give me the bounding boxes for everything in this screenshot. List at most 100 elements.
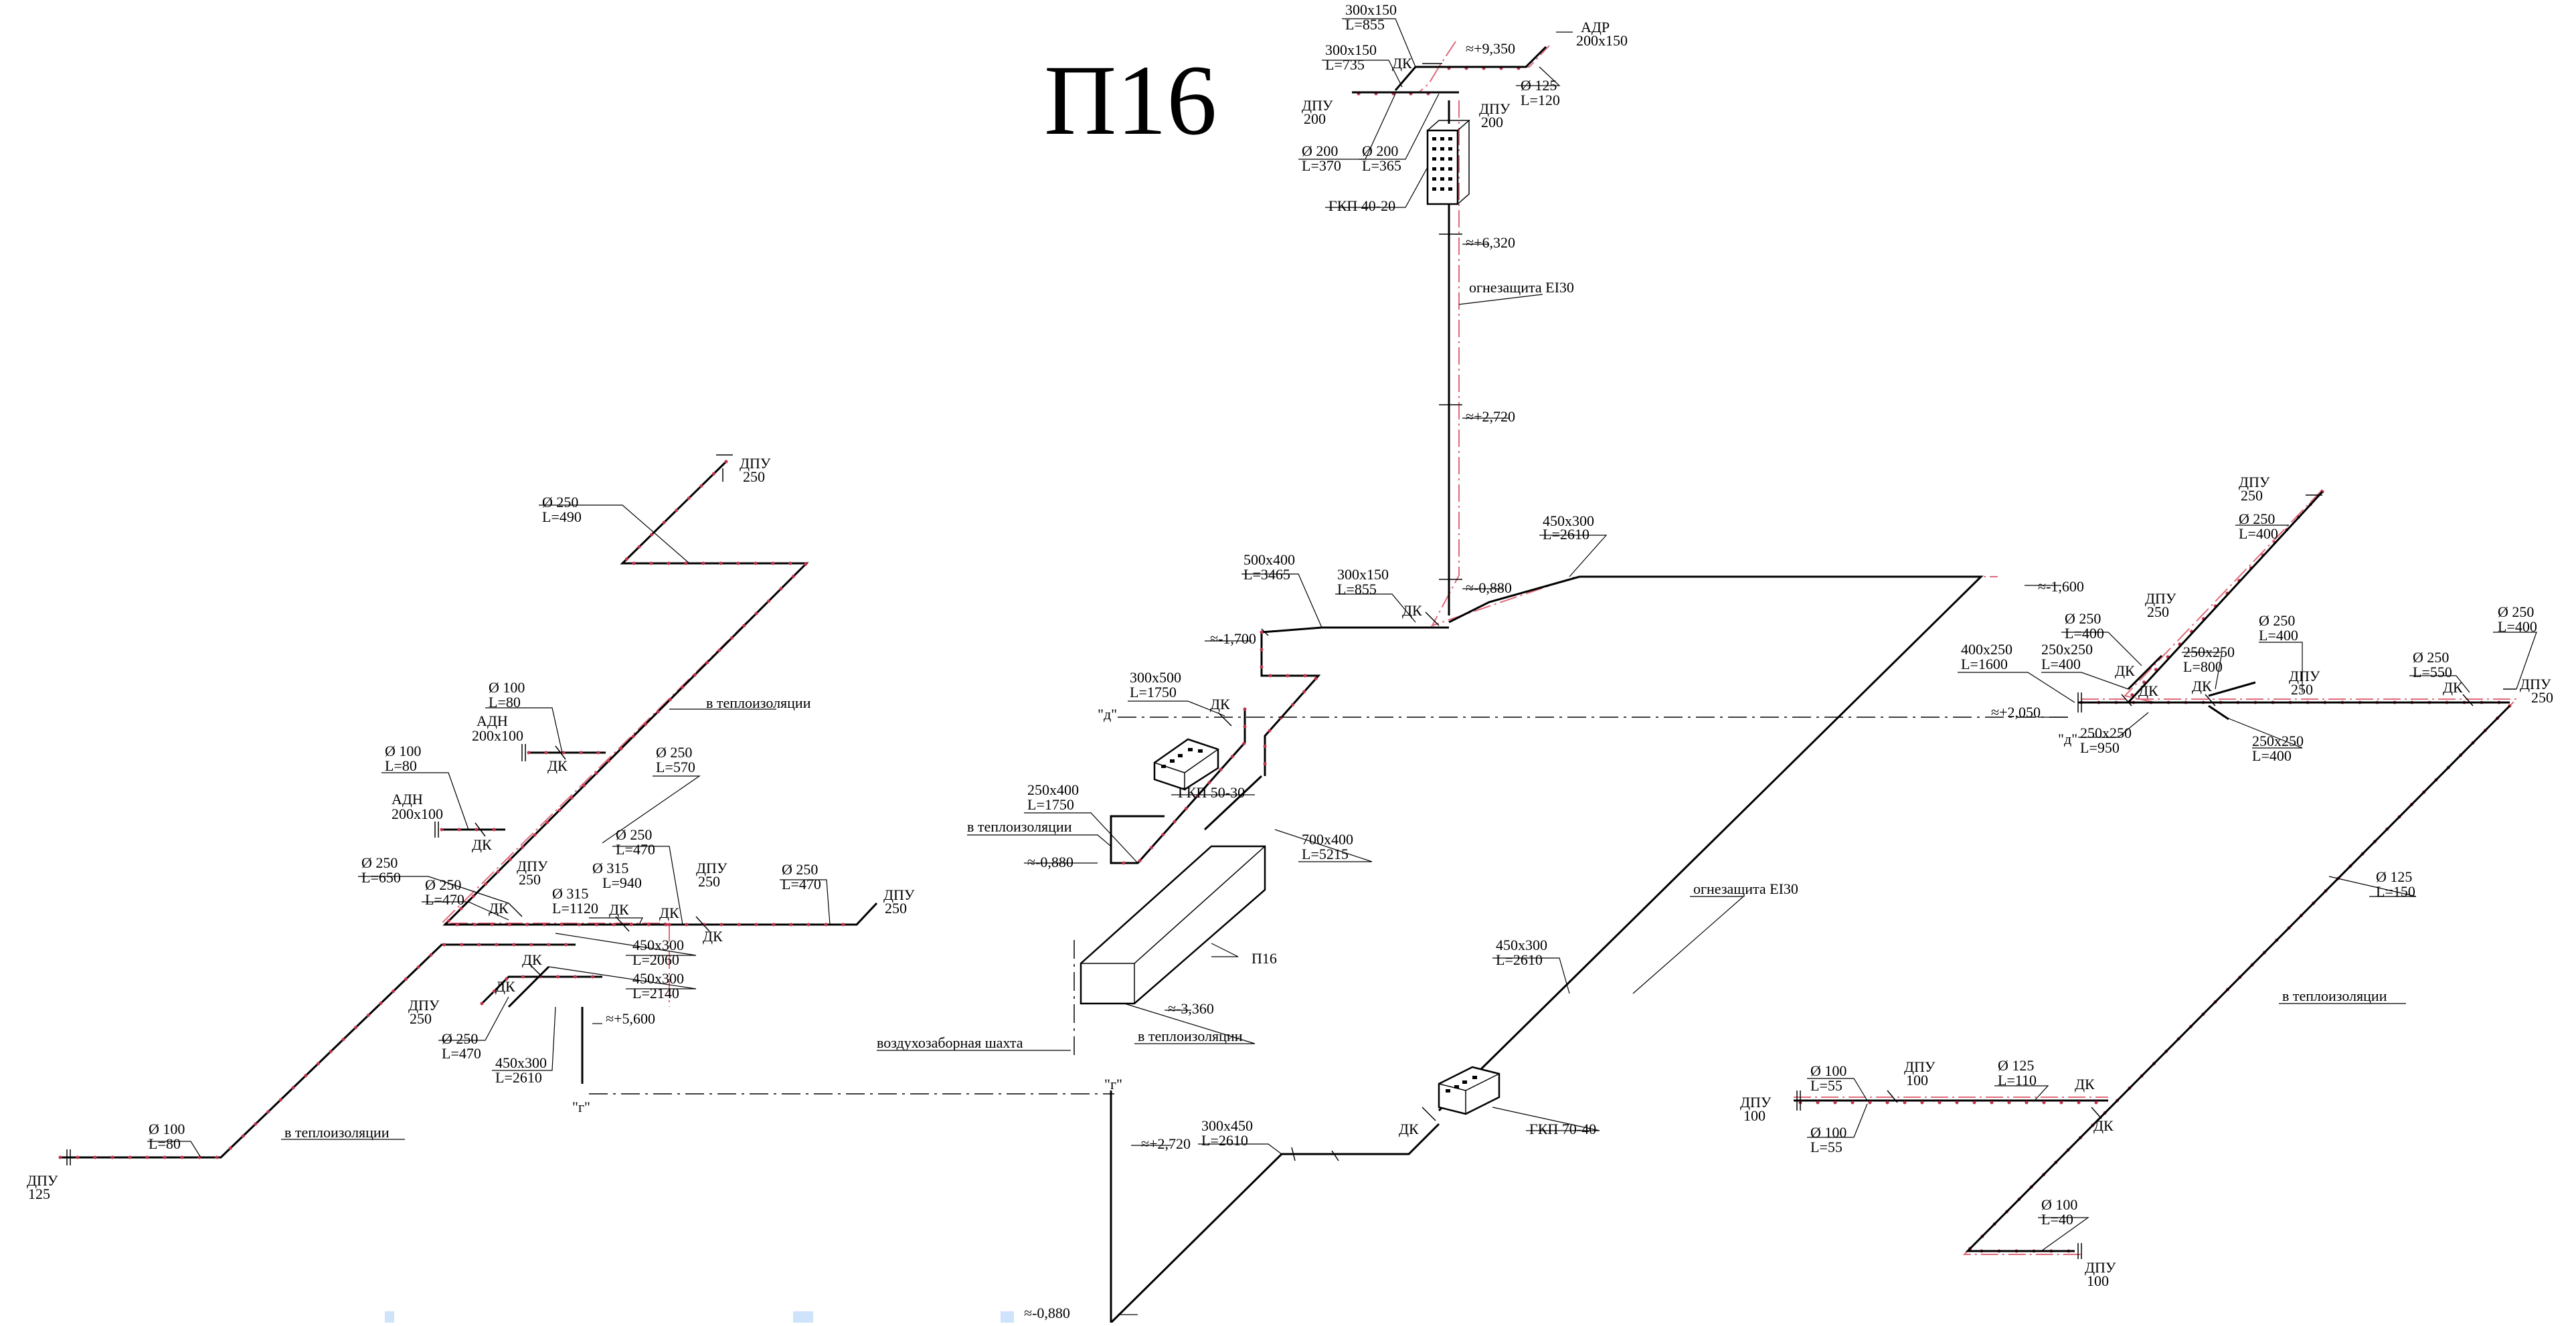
label-d250-470-b2: L=470	[425, 891, 464, 908]
label-r450-2610-c2: L=2610	[1496, 951, 1543, 968]
label-d250-470-d2: L=470	[442, 1045, 481, 1062]
label-d100-80-a1: Ø 100	[489, 679, 525, 696]
label-d250-470-a2: L=470	[616, 841, 655, 858]
label-dpu-250-r1a: ДПУ	[2239, 474, 2270, 490]
label-dpu-250-r1b: 250	[2241, 487, 2263, 504]
label-d100-55-b2: L=55	[1810, 1139, 1842, 1155]
label-dk-r4: ДК	[2443, 679, 2463, 696]
label-level-0880-a: ≈-0,880	[1466, 579, 1512, 596]
label-level-1700: ≈-1,700	[1210, 630, 1256, 647]
label-d250-470-c2: L=470	[782, 876, 821, 892]
label-adn-b1: АДН	[392, 791, 423, 808]
label-d250-650-b: L=650	[361, 869, 401, 886]
left-labels: Ø 250 L=490 ДПУ 250 в теплоизоляции Ø 10…	[27, 455, 915, 1202]
label-r250-950-a: 250x250	[2080, 725, 2132, 741]
label-dk-c1: ДК	[1402, 602, 1422, 619]
label-d315-1120-a: Ø 315	[552, 885, 588, 902]
label-dk-r6: ДК	[2093, 1117, 2114, 1134]
label-insulation-1: в теплоизоляции	[706, 694, 811, 711]
label-dpu-250-c2: 250	[885, 900, 907, 917]
label-dpu-250-d1: ДПУ	[408, 997, 440, 1014]
label-r300-855-b: L=855	[1337, 581, 1377, 597]
label-d100-80-c2: L=80	[149, 1135, 181, 1152]
label-dk-c3: ДК	[1399, 1121, 1419, 1137]
label-r450-2610-a1: 450x300	[495, 1054, 547, 1071]
label-r500-3465-b: L=3465	[1243, 566, 1290, 583]
label-d100-55-a2: L=55	[1810, 1077, 1842, 1094]
label-dk-r1: ДК	[2115, 662, 2135, 679]
label-r250-400-b2: L=400	[2252, 747, 2292, 764]
label-r450-2610-b2: L=2610	[1543, 526, 1590, 543]
label-dpu-100-c1: ДПУ	[2085, 1259, 2116, 1276]
label-r300-1750-a: 300x500	[1130, 669, 1181, 686]
label-adn-a1: АДН	[477, 713, 508, 729]
label-gkp-70-40: ГКП 70-40	[1529, 1121, 1596, 1137]
label-level-2720-b: ≈+2,720	[1141, 1135, 1191, 1152]
label-d100-80-c1: Ø 100	[149, 1121, 185, 1137]
label-d100-40-a: Ø 100	[2041, 1196, 2077, 1213]
label-r250-400-a1: 250x250	[2041, 641, 2093, 658]
label-d250-490-a: Ø 250	[542, 494, 578, 510]
label-r300-855-a: 300x150	[1337, 566, 1389, 583]
label-level-5600: ≈+5,600	[606, 1010, 655, 1027]
label-dpu-200-b1: ДПУ	[1479, 100, 1511, 117]
label-section-g-center: "г"	[1104, 1076, 1122, 1093]
label-d250-400-c2: L=400	[2259, 627, 2298, 644]
label-d250-400-b1: Ø 250	[2065, 610, 2101, 627]
drawing-title: П16	[1044, 45, 1217, 156]
label-dpu-250-b2: 250	[698, 873, 720, 890]
label-dpu-100-a1: ДПУ	[1904, 1058, 1936, 1075]
gkp-70-40-unit	[1438, 1066, 1500, 1115]
label-dpu-250-r3b: 250	[2291, 681, 2313, 698]
label-adr-b: 200x150	[1576, 32, 1628, 49]
label-d250-400-a2: L=400	[2239, 525, 2278, 542]
label-d250-570-b: L=570	[656, 759, 695, 775]
label-fire-1: огнезащита EI30	[1469, 279, 1574, 296]
label-d200-370-a: Ø 200	[1302, 143, 1338, 159]
label-dpu-250-b1: ДПУ	[696, 860, 727, 876]
label-insulation-5: в теплоизоляции	[2282, 987, 2387, 1004]
label-dpu-100-b2: 100	[1743, 1107, 1766, 1124]
label-dk-c0: ДК	[1392, 55, 1412, 72]
label-dpu-250-c1: ДПУ	[883, 886, 915, 903]
label-level-9350: ≈+9,350	[1466, 40, 1515, 57]
label-r250-400-a2: L=400	[2041, 656, 2081, 672]
label-d125-120-b: L=120	[1521, 92, 1560, 108]
label-dpu-200-a2: 200	[1304, 110, 1326, 127]
label-r250-1750-a: 250x400	[1027, 781, 1079, 798]
label-level-1600: ≈-1,600	[2038, 578, 2084, 595]
label-dk-l7: ДК	[522, 951, 542, 968]
label-d250-400-a1: Ø 250	[2239, 510, 2275, 527]
label-d125-110-b: L=110	[1998, 1072, 2037, 1088]
label-r450-2610-b1: 450x300	[1543, 512, 1594, 529]
label-d100-80-b2: L=80	[385, 757, 417, 774]
left-network	[58, 454, 1114, 1165]
label-r500-3465-a: 500x400	[1243, 551, 1295, 568]
label-d100-55-a1: Ø 100	[1810, 1062, 1847, 1079]
label-level-2720-a: ≈+2,720	[1466, 408, 1515, 425]
label-adn-b2: 200x100	[392, 806, 443, 822]
watermark-fragments	[385, 1311, 1014, 1323]
label-insulation-3: в теплоизоляции	[967, 818, 1072, 835]
label-dpu-250-r4b: 250	[2531, 689, 2553, 706]
label-r250-800-a: 250x250	[2183, 644, 2235, 660]
central-labels: 300x150 L=855 300x150 L=735 ≈+9,350 АДР …	[877, 1, 2084, 1321]
label-level-3360: ≈-3,360	[1168, 1000, 1214, 1017]
label-d200-370-b: L=370	[1302, 157, 1341, 174]
label-r250-1750-b: L=1750	[1027, 796, 1074, 813]
label-d250-470-c1: Ø 250	[782, 861, 818, 878]
label-dpu-250-r3a: ДПУ	[2289, 668, 2320, 684]
label-r300-855-top-b: L=855	[1345, 16, 1385, 33]
label-dpu-125-b: 125	[28, 1186, 50, 1202]
label-r300-2610-b: L=2610	[1201, 1132, 1248, 1149]
label-d250-470-a1: Ø 250	[616, 826, 652, 843]
label-d250-470-b1: Ø 250	[425, 876, 461, 893]
label-r300-1750-b: L=1750	[1130, 684, 1177, 700]
label-dk-l5: ДК	[659, 905, 679, 921]
label-dk-l1: ДК	[547, 757, 568, 774]
label-dk-l2: ДК	[472, 836, 492, 853]
right-network	[1794, 489, 2537, 1259]
label-insulation-4: в теплоизоляции	[1138, 1028, 1243, 1044]
label-p16-unit: П16	[1252, 950, 1277, 967]
